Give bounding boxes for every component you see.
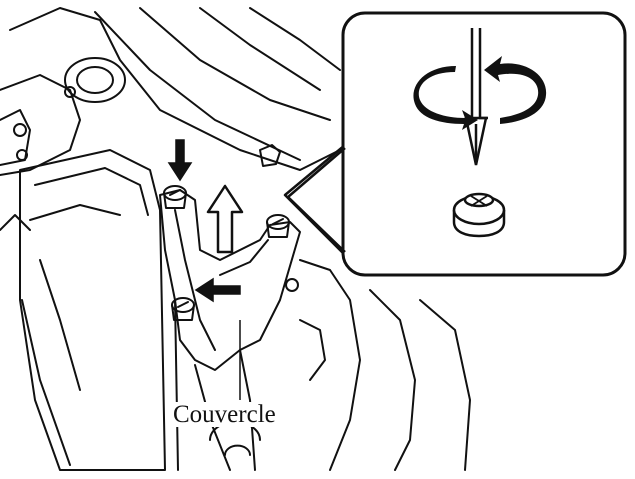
arrow-down-icon — [167, 139, 193, 182]
reservoir-housing — [19, 149, 166, 471]
arrow-left-icon — [194, 277, 241, 303]
inset-callout — [283, 11, 627, 277]
arrows — [167, 139, 241, 303]
arrow-up-outline-icon — [206, 184, 244, 254]
clip-head-icon — [452, 192, 506, 238]
clip-top-left — [163, 185, 187, 209]
cover-panel — [159, 189, 301, 471]
clip-top-right — [266, 214, 290, 238]
engine-bay-background — [0, 7, 341, 231]
cover-label: Couvercle — [170, 402, 279, 427]
wheel-arch — [209, 259, 471, 471]
rotate-arrows-icon — [413, 56, 547, 130]
clip-bottom — [171, 297, 195, 321]
